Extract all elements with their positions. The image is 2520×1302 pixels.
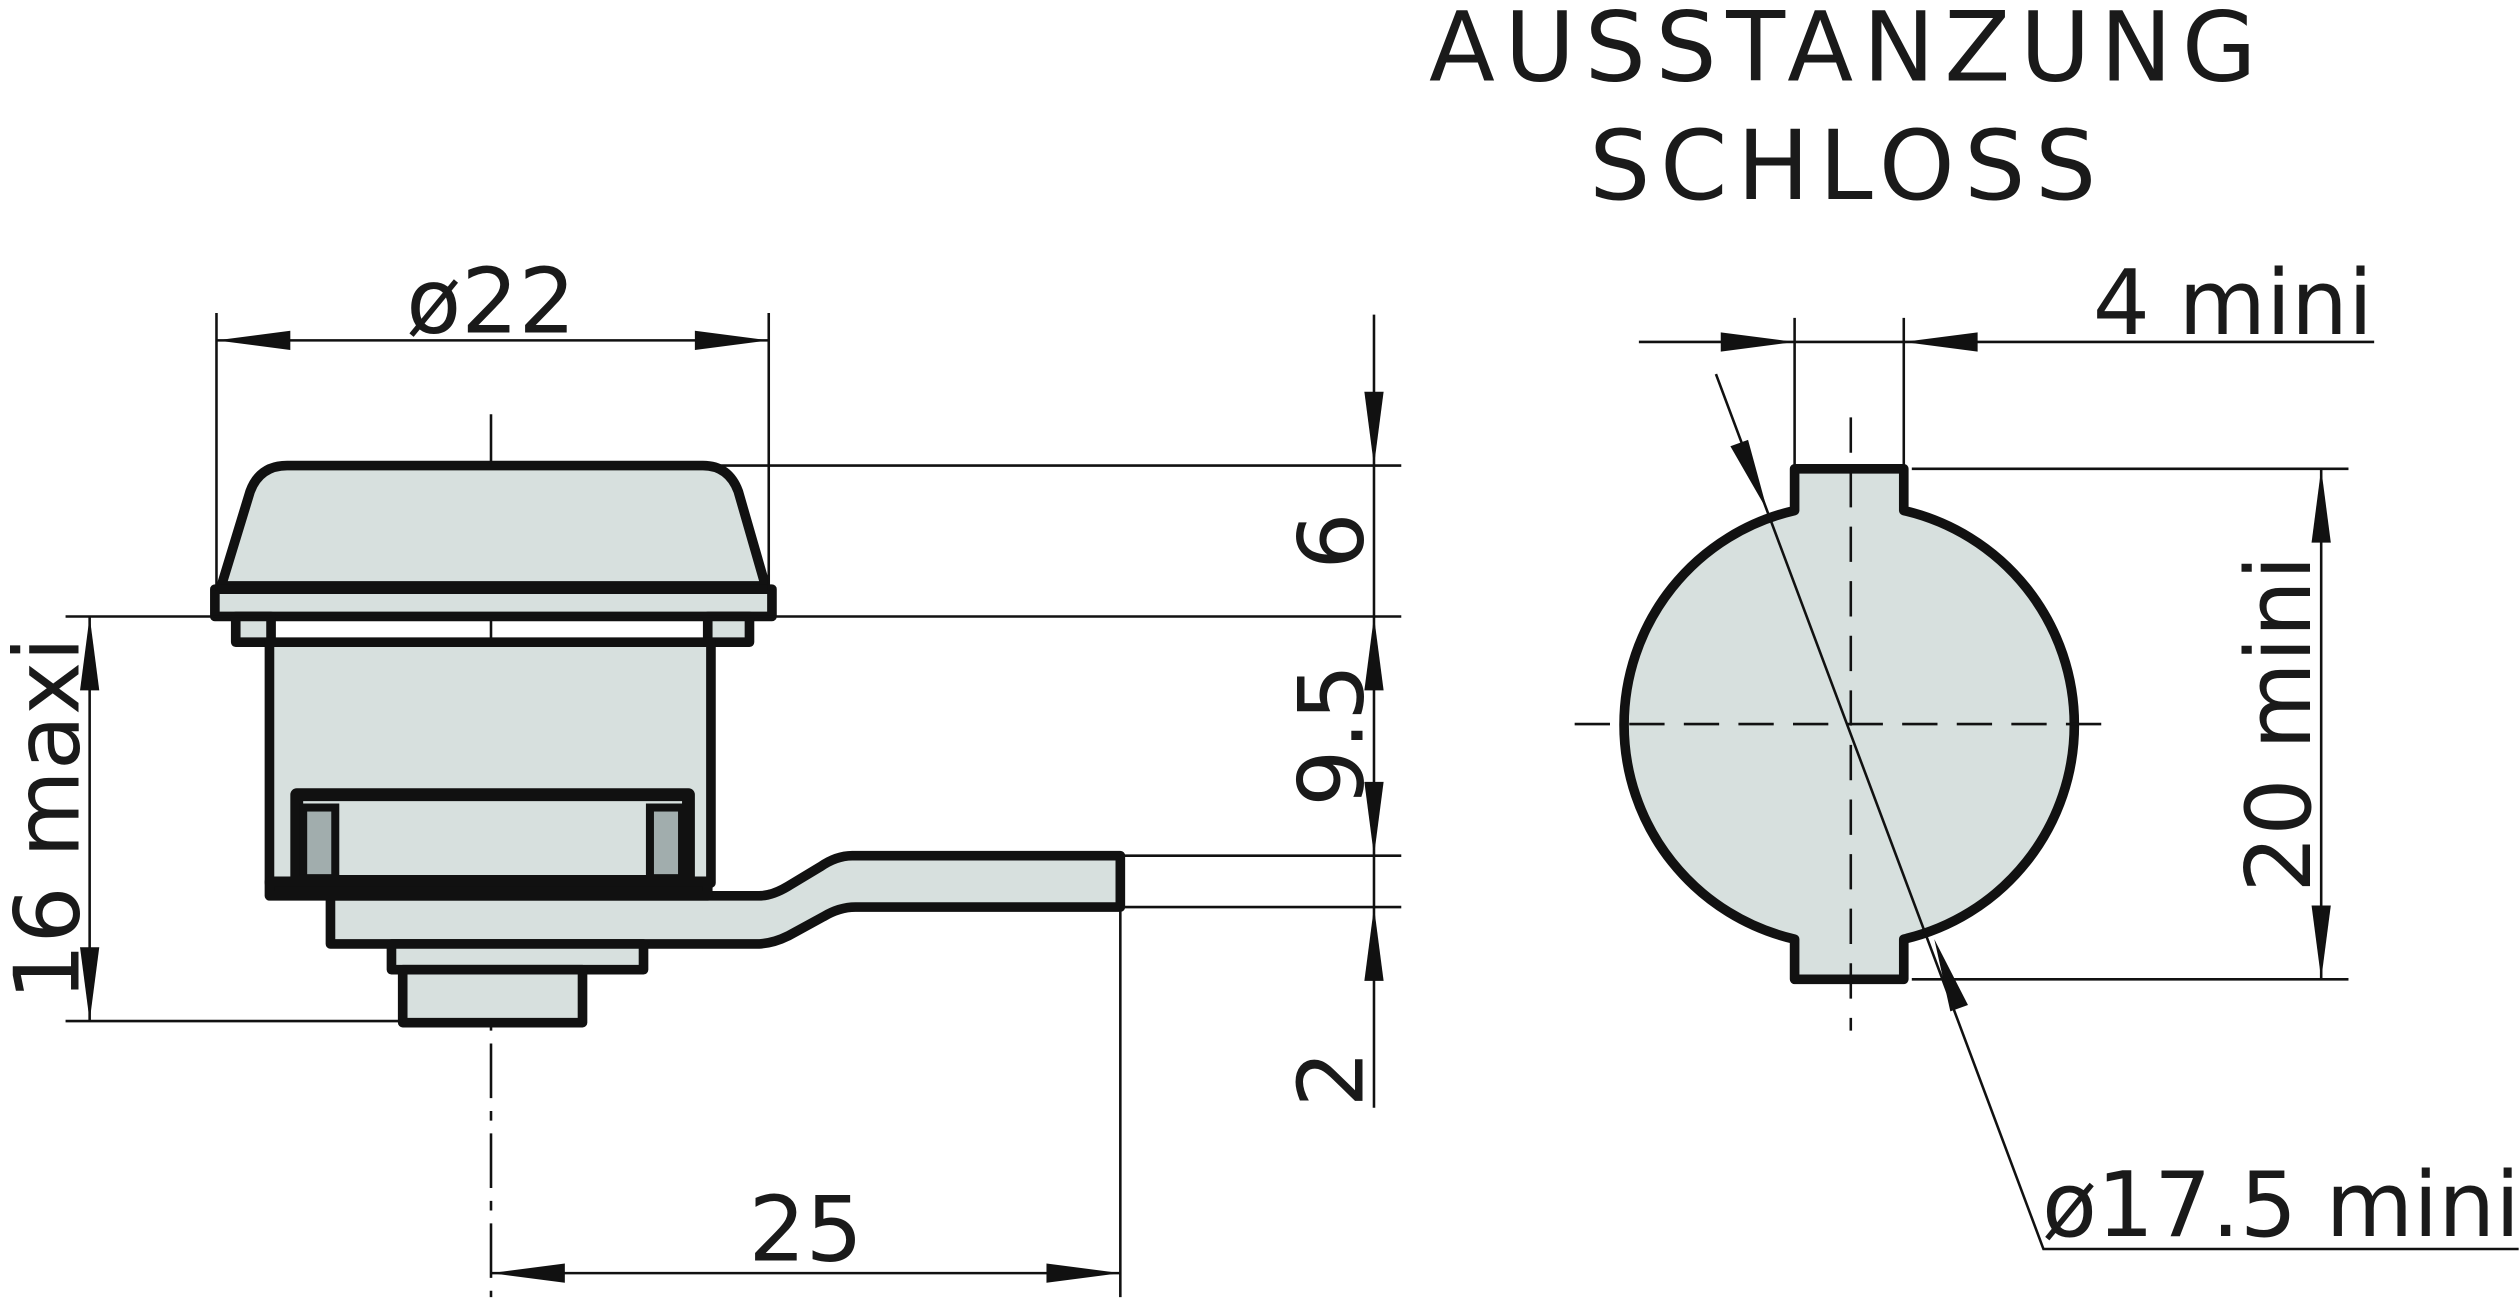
dim-body-height-9-5: 9.5 bbox=[1281, 664, 1385, 807]
dim-cutout-width-4: 4 mini bbox=[2093, 252, 2373, 356]
dim-cam-length-25: 25 bbox=[748, 1178, 862, 1282]
title-line-1: AUSSTANZUNG bbox=[1429, 0, 2266, 103]
cutout-view bbox=[1574, 417, 2121, 1031]
left-dimensions: ø22 6 9.5 2 16 maxi 25 bbox=[0, 250, 1402, 1298]
dim-diameter-22: ø22 bbox=[406, 250, 575, 354]
dim-cutout-diameter-17-5: ø17.5 mini bbox=[2042, 1154, 2520, 1258]
lock-side-view bbox=[210, 414, 1126, 1298]
dim-max-length-16: 16 maxi bbox=[0, 637, 100, 1001]
dim-cam-thickness-2: 2 bbox=[1281, 1050, 1385, 1107]
dim-cap-height-6: 6 bbox=[1281, 512, 1385, 569]
dim-cutout-height-20: 20 mini bbox=[2228, 555, 2332, 892]
right-dimensions: 4 mini 20 mini ø17.5 mini bbox=[1638, 252, 2520, 1258]
title-line-2: SCHLOSS bbox=[1589, 110, 2106, 222]
